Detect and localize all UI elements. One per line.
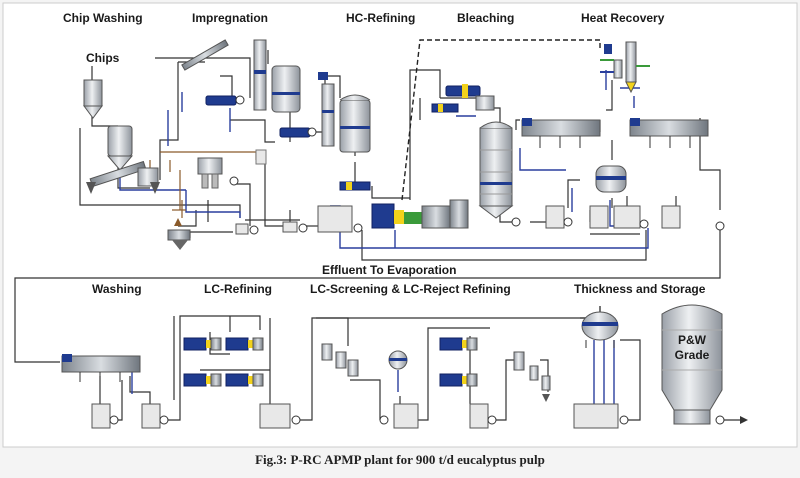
pump-wash-2: [159, 415, 169, 425]
plug-screw-1: [205, 95, 245, 106]
label-impregnation: Impregnation: [192, 11, 268, 25]
sand-separator: [197, 157, 223, 189]
tank-wash-2: [141, 403, 161, 429]
lc-refiner-4: [225, 373, 264, 387]
tower-label-2: Grade: [675, 348, 710, 362]
tank-imp: [282, 221, 298, 233]
refiner-column: [321, 83, 335, 147]
pump-imp: [298, 223, 308, 233]
storage-tower: [661, 304, 723, 425]
pump-bl-1: [511, 217, 521, 227]
chip-washer: [106, 125, 134, 171]
plug-screw-2: [279, 127, 317, 138]
screen-vessel: [388, 350, 408, 370]
chemical-tank: [255, 149, 267, 165]
impregnation-tank: [271, 65, 301, 113]
pump-storage-1: [619, 415, 629, 425]
hc-refiner: [371, 199, 469, 229]
valve-imp: [318, 72, 328, 80]
pump-bl-2: [563, 217, 573, 227]
tank-cw-1: [235, 223, 249, 235]
pump-bl-3: [639, 219, 649, 229]
tower-label-1: P&W: [678, 333, 707, 347]
cleaner-bank: [513, 351, 551, 402]
lc-refiner-3: [183, 373, 222, 387]
pump-cw-1: [229, 176, 239, 186]
hc-tank: [317, 205, 353, 233]
pump-screen-1: [379, 415, 389, 425]
pump-lc-ref: [291, 415, 301, 425]
drain-hopper-1: [86, 182, 160, 194]
thickener-tank: [573, 403, 619, 429]
washing-press: [61, 354, 141, 382]
label-effluent: Effluent To Evaporation: [322, 263, 456, 277]
pressure-screen-1: [321, 343, 359, 377]
pump-hc: [353, 223, 363, 233]
twin-wire-press-2: [629, 118, 709, 148]
hc-latency-tank: [339, 94, 371, 153]
tank-wash-1: [91, 403, 111, 429]
chip-tank: [137, 167, 159, 187]
outlet-arrow: [740, 416, 748, 424]
pump-bl-4: [715, 221, 725, 231]
label-heat-recovery: Heat Recovery: [581, 11, 665, 25]
bleach-mixer-tank: [595, 165, 627, 193]
screw-press-small: [167, 218, 191, 250]
tank-bl-4: [661, 205, 681, 229]
label-lc-screening: LC-Screening & LC-Reject Refining: [310, 282, 511, 296]
pump-cw-2: [249, 225, 259, 235]
pump-storage-2: [715, 415, 725, 425]
pump-wash-1: [109, 415, 119, 425]
heat-recovery-unit: [600, 41, 650, 94]
label-washing: Washing: [92, 282, 142, 296]
bottom-blue-lines: [131, 340, 615, 404]
tank-screen-2: [469, 403, 489, 429]
press-unit: [445, 84, 495, 111]
reject-refiner-1: [439, 337, 478, 351]
figure-caption: Fig.3: P-RC APMP plant for 900 t/d eucal…: [255, 452, 545, 467]
pump-screen-2: [487, 415, 497, 425]
chip-bin: [83, 79, 103, 119]
lc-refiner-1: [183, 337, 222, 351]
tank-lc-ref: [259, 403, 291, 429]
twin-wire-press-1: [521, 118, 601, 148]
heat-recovery-dashed-line: [401, 39, 601, 201]
tank-screen-1: [393, 403, 419, 429]
lc-refiner-2: [225, 337, 264, 351]
bleach-tower: [478, 121, 514, 219]
label-chips: Chips: [86, 51, 120, 65]
tank-bl-2: [589, 205, 609, 229]
label-thickness-storage: Thickness and Storage: [574, 282, 706, 296]
label-bleaching: Bleaching: [457, 11, 514, 25]
tank-bl-3: [613, 205, 641, 229]
reject-refiner-2: [439, 373, 478, 387]
impregnator-column: [253, 39, 267, 111]
label-hc-refining: HC-Refining: [346, 11, 415, 25]
inclined-conveyor: [181, 39, 229, 71]
discharge-screw: [339, 181, 371, 191]
label-chip-washing: Chip Washing: [63, 11, 143, 25]
tank-bl-1: [545, 205, 565, 229]
label-lc-refining: LC-Refining: [204, 282, 272, 296]
thickener-drum: [581, 311, 619, 348]
mixer-unit: [431, 103, 459, 113]
